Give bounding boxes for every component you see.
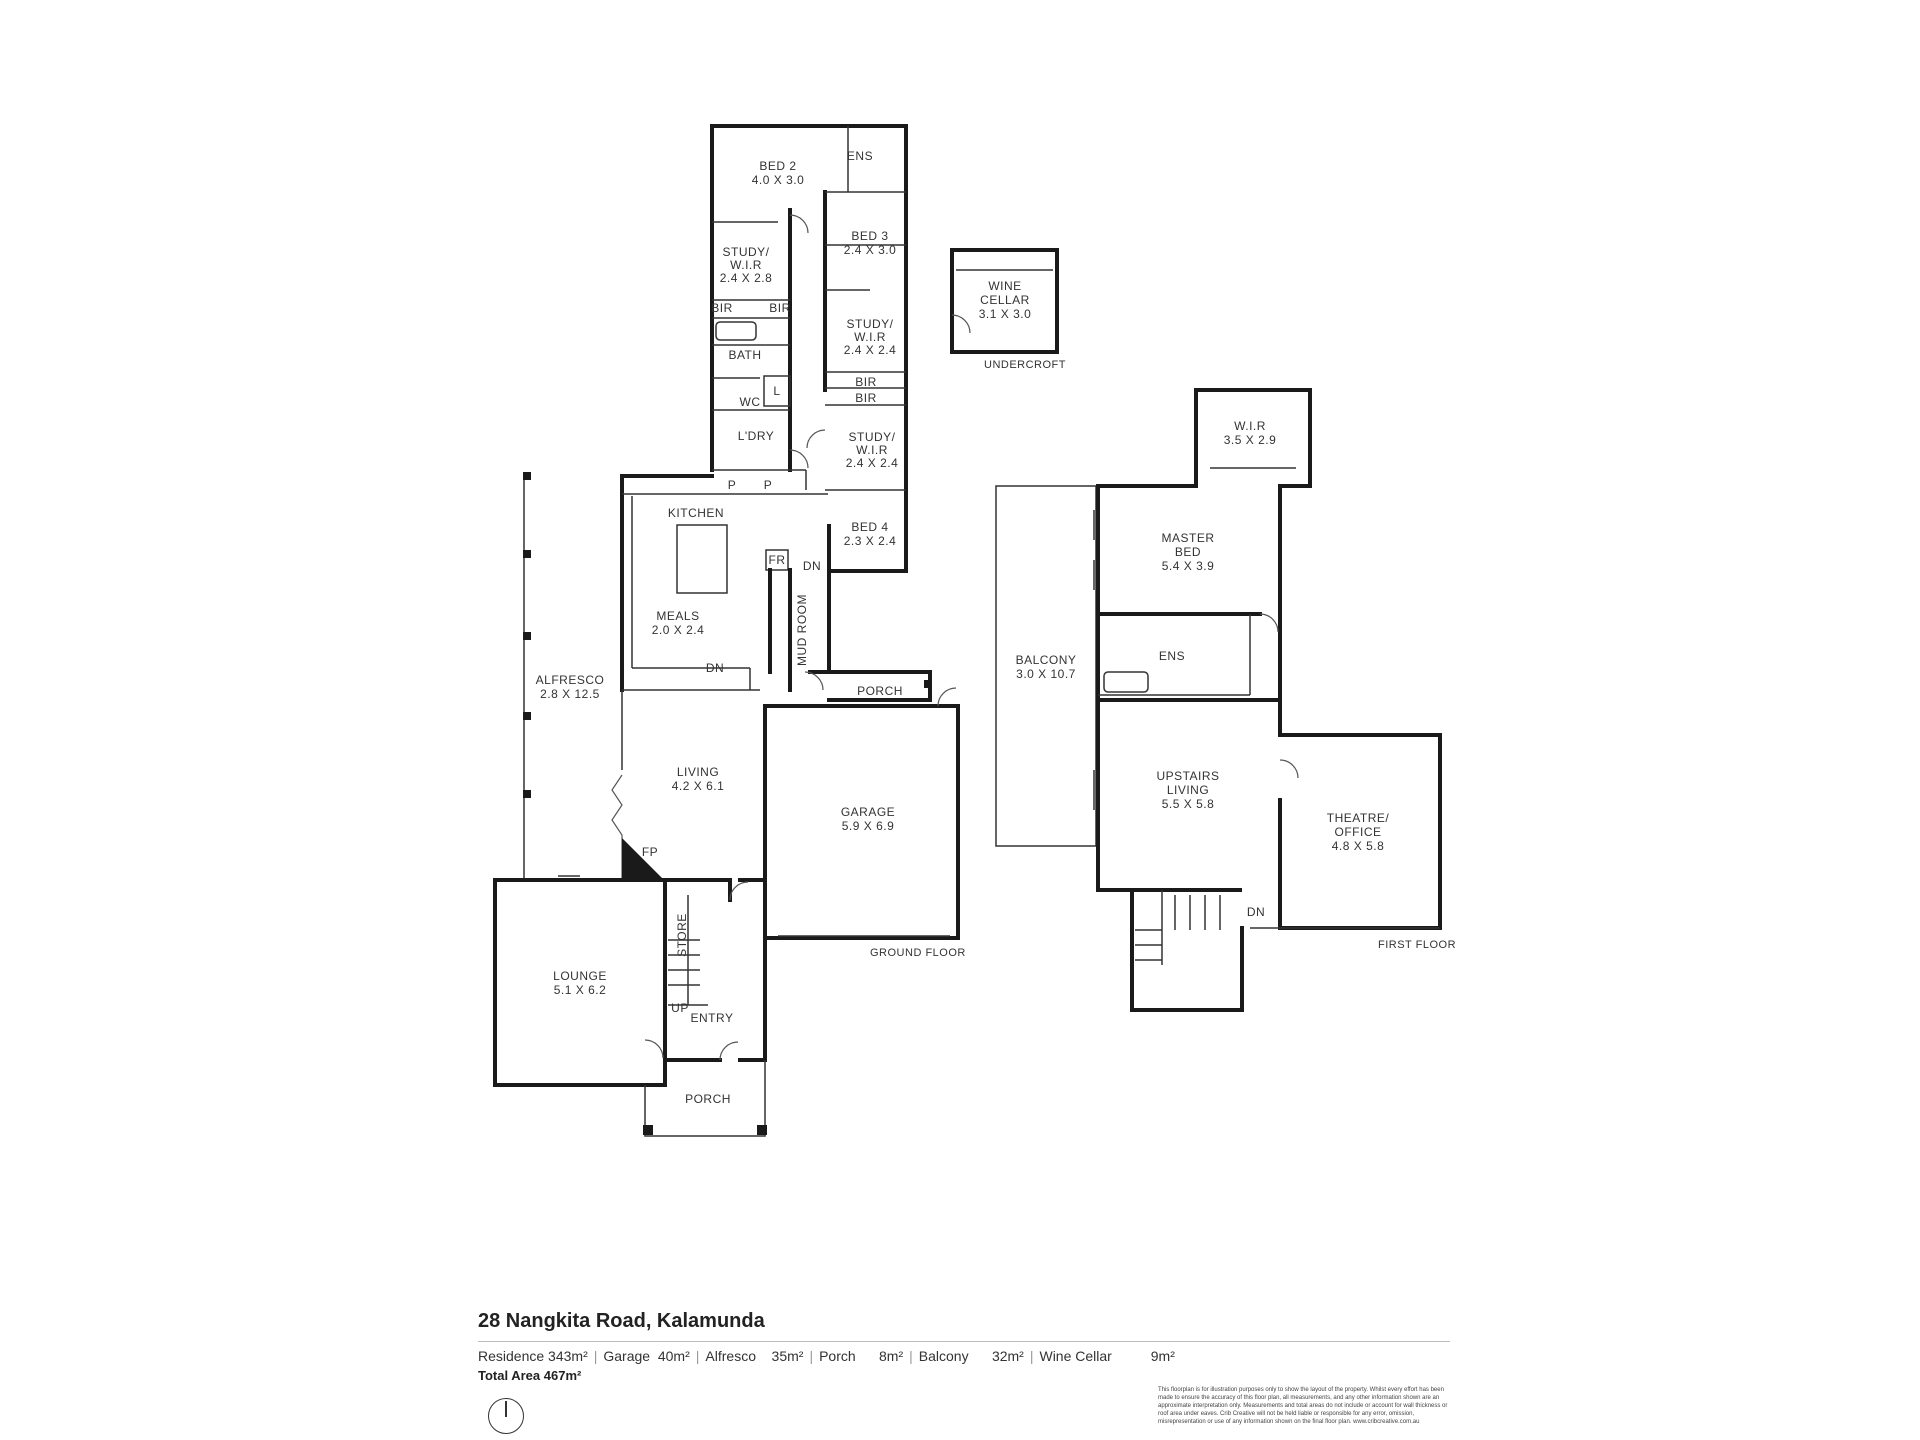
study2-dims: 2.4 X 2.4 bbox=[844, 343, 897, 357]
total-area-label: Total Area bbox=[478, 1368, 541, 1383]
bed4-dims: 2.3 X 2.4 bbox=[844, 534, 897, 548]
bir-label-4: BIR bbox=[855, 391, 877, 405]
area-wine-label: Wine Cellar bbox=[1039, 1348, 1112, 1364]
study2-name2: W.I.R bbox=[854, 330, 886, 344]
upstairs-name2: LIVING bbox=[1167, 783, 1209, 797]
total-area: Total Area 467m² bbox=[478, 1368, 1450, 1383]
bed4-name: BED 4 bbox=[851, 520, 888, 534]
first-floor-label: FIRST FLOOR bbox=[1378, 939, 1456, 951]
wine-dims: 3.1 X 3.0 bbox=[979, 307, 1032, 321]
master-dims: 5.4 X 3.9 bbox=[1162, 559, 1215, 573]
bed2-dims: 4.0 X 3.0 bbox=[752, 173, 805, 187]
living-dims: 4.2 X 6.1 bbox=[672, 779, 725, 793]
garage-name: GARAGE bbox=[841, 805, 895, 819]
fr-label: FR bbox=[769, 553, 786, 567]
ground-floor-label: GROUND FLOOR bbox=[870, 947, 966, 959]
balcony-name: BALCONY bbox=[1016, 653, 1077, 667]
entry-name: ENTRY bbox=[691, 1011, 734, 1025]
ground-floor bbox=[493, 124, 960, 1137]
bir-label-2: BIR bbox=[769, 301, 791, 315]
theatre-name2: OFFICE bbox=[1335, 825, 1382, 839]
wine-name1: WINE bbox=[988, 279, 1021, 293]
l-name: L bbox=[773, 384, 780, 398]
balcony-dims: 3.0 X 10.7 bbox=[1016, 667, 1076, 681]
ens-upper-name: ENS bbox=[1159, 649, 1185, 663]
master-name2: BED bbox=[1175, 545, 1201, 559]
theatre-dims: 4.8 X 5.8 bbox=[1332, 839, 1385, 853]
study3-name1: STUDY/ bbox=[848, 430, 895, 444]
disclaimer-text: This floorplan is for illustration purpo… bbox=[1158, 1387, 1448, 1425]
study2-name1: STUDY/ bbox=[846, 317, 893, 331]
wc-name: WC bbox=[740, 395, 761, 409]
area-summary: Residence 343m² | Garage 40m² | Alfresco… bbox=[478, 1348, 1175, 1364]
area-residence-label: Residence bbox=[478, 1348, 545, 1364]
north-arrow-icon bbox=[488, 1398, 524, 1434]
ens-ground-name: ENS bbox=[847, 149, 873, 163]
wine-name2: CELLAR bbox=[980, 293, 1030, 307]
dn-label-upper: DN bbox=[1247, 905, 1265, 919]
floor-labels: GROUND FLOOR FIRST FLOOR UNDERCROFT bbox=[870, 359, 1456, 959]
bed3-name: BED 3 bbox=[851, 229, 888, 243]
area-residence-value: 343m² bbox=[548, 1348, 588, 1364]
first-floor bbox=[995, 388, 1442, 1012]
wir-upper-dims: 3.5 X 2.9 bbox=[1224, 433, 1277, 447]
area-wine-value: 9m² bbox=[1150, 1348, 1175, 1364]
undercroft-label: UNDERCROFT bbox=[984, 359, 1066, 371]
area-porch-label: Porch bbox=[819, 1348, 856, 1364]
area-alfresco-value: 35m² bbox=[771, 1348, 804, 1364]
meals-dims: 2.0 X 2.4 bbox=[652, 623, 705, 637]
meals-name: MEALS bbox=[656, 609, 699, 623]
study1-name2: W.I.R bbox=[730, 258, 762, 272]
kitchen-name: KITCHEN bbox=[668, 506, 724, 520]
area-porch-value: 8m² bbox=[879, 1348, 904, 1364]
master-name1: MASTER bbox=[1161, 531, 1214, 545]
fp-label: FP bbox=[642, 845, 658, 859]
alfresco-dims: 2.8 X 12.5 bbox=[540, 687, 600, 701]
area-balcony-label: Balcony bbox=[918, 1348, 969, 1364]
porch-front-label: PORCH bbox=[685, 1092, 731, 1106]
living-name: LIVING bbox=[677, 765, 719, 779]
pantry-label-2: P bbox=[764, 478, 773, 492]
bath-name: BATH bbox=[728, 348, 761, 362]
theatre-name1: THEATRE/ bbox=[1327, 811, 1390, 825]
dn-label-2: DN bbox=[706, 661, 724, 675]
alfresco-name: ALFRESCO bbox=[536, 673, 605, 687]
bed2-name: BED 2 bbox=[759, 159, 796, 173]
area-alfresco-label: Alfresco bbox=[705, 1348, 756, 1364]
lounge-name: LOUNGE bbox=[553, 969, 607, 983]
area-balcony-value: 32m² bbox=[991, 1348, 1024, 1364]
wir-upper-name: W.I.R bbox=[1234, 419, 1266, 433]
study3-name2: W.I.R bbox=[856, 443, 888, 457]
footer-divider bbox=[478, 1341, 1450, 1342]
porch-rear-label: PORCH bbox=[857, 684, 903, 698]
bed3-dims: 2.4 X 3.0 bbox=[844, 243, 897, 257]
study1-dims: 2.4 X 2.8 bbox=[720, 271, 773, 285]
undercroft bbox=[950, 248, 1059, 354]
up-label: UP bbox=[671, 1001, 689, 1015]
area-garage-label: Garage bbox=[603, 1348, 651, 1364]
property-address: 28 Nangkita Road, Kalamunda bbox=[478, 1310, 765, 1332]
dn-label-1: DN bbox=[803, 559, 821, 573]
mudroom-name: MUD ROOM bbox=[795, 594, 809, 666]
pantry-label-1: P bbox=[728, 478, 737, 492]
ldry-name: L'DRY bbox=[738, 429, 775, 443]
upstairs-name1: UPSTAIRS bbox=[1156, 769, 1219, 783]
bir-label-1: BIR bbox=[711, 301, 733, 315]
plan-footer: 28 Nangkita Road, Kalamunda Residence 34… bbox=[478, 1310, 1450, 1383]
garage-dims: 5.9 X 6.9 bbox=[842, 819, 895, 833]
total-area-value: 467m² bbox=[543, 1368, 582, 1383]
study1-name1: STUDY/ bbox=[722, 245, 769, 259]
room-labels: BED 2 4.0 X 3.0 ENS BED 3 2.4 X 3.0 STUD… bbox=[536, 149, 1390, 1106]
store-label: STORE bbox=[675, 913, 689, 957]
upstairs-dims: 5.5 X 5.8 bbox=[1162, 797, 1215, 811]
area-garage-value: 40m² bbox=[657, 1348, 690, 1364]
study3-dims: 2.4 X 2.4 bbox=[846, 456, 899, 470]
lounge-dims: 5.1 X 6.2 bbox=[554, 983, 607, 997]
bir-label-3: BIR bbox=[855, 375, 877, 389]
